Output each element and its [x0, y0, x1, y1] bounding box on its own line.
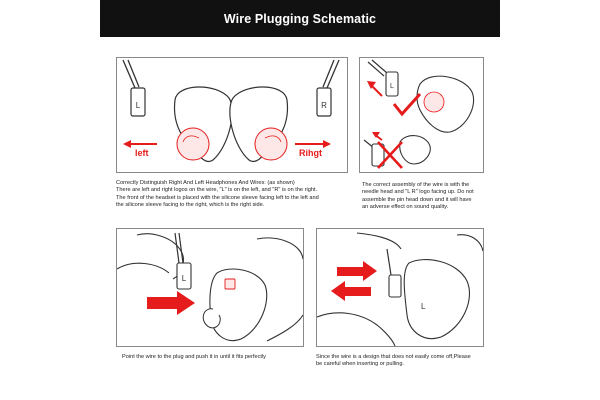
caption-identify: Correctly Distinguish Right And Left Hea… [116, 180, 356, 210]
caption-line: be careful when inserting or pulling. [316, 361, 404, 368]
socket [224, 278, 236, 290]
right-label: Rihgt [299, 148, 322, 158]
caption-line: Point the wire to the plug and push it i… [122, 354, 266, 360]
left-wire-mark: L [136, 101, 141, 110]
panel-careful-handling: L [316, 228, 484, 347]
correct-connector [385, 71, 399, 97]
left-connector [130, 87, 146, 117]
wire-connector [176, 262, 192, 290]
hand-fingers [356, 232, 402, 250]
panel-plug-in: L [116, 228, 304, 347]
wire [386, 248, 392, 276]
caption-line: an adverse effect on sound quality. [362, 204, 449, 211]
caption-line: the silicone sleeve facing to the right,… [116, 202, 265, 209]
left-sleeve-highlight [176, 127, 210, 161]
right-wire-mark: R [321, 101, 327, 110]
header-banner: Wire Plugging Schematic [100, 0, 500, 37]
earpiece [209, 268, 268, 341]
caption-assembly: The correct assembly of the wire is with… [362, 182, 487, 212]
left-label: left [135, 148, 149, 158]
check-mark-icon [392, 92, 422, 117]
plug-in-illustration: L [117, 232, 303, 342]
pull-arrow [345, 287, 371, 296]
caption-line: The correct assembly of the wire is with… [362, 182, 470, 188]
push-arrow [147, 297, 177, 309]
careful-illustration: L [317, 232, 483, 346]
wire-connector [388, 274, 402, 298]
left-wire [122, 59, 136, 89]
assembly-illustration: L [363, 59, 474, 169]
insert-arrow [337, 267, 363, 276]
earpiece [403, 259, 471, 339]
caption-line: The front of the headset is placed with … [116, 194, 319, 201]
wire [174, 232, 180, 264]
page-title: Wire Plugging Schematic [223, 11, 377, 26]
earpiece-mark: L [421, 302, 426, 311]
incorrect-connector [371, 143, 385, 167]
incorrect-earpiece [399, 135, 431, 165]
left-right-illustration: L left R Rihgt [122, 59, 340, 163]
caption-careful: Since the wire is a design that does not… [316, 354, 486, 369]
correct-arrow [367, 81, 376, 89]
caption-line: needle head and "L R" logo facing up. Do… [362, 189, 474, 196]
correct-wire-mark: L [390, 83, 394, 90]
panel-assembly-orientation: L [359, 57, 484, 173]
caption-line: There are left and right logos on the wi… [116, 187, 318, 194]
right-sleeve-highlight [254, 127, 288, 161]
caption-plug: Point the wire to the plug and push it i… [122, 354, 322, 361]
caption-line: Correctly Distinguish Right And Left Hea… [116, 180, 295, 186]
right-connector [316, 87, 332, 117]
silicone-sleeve [202, 308, 221, 329]
caption-line: Since the wire is a design that does not… [316, 354, 471, 360]
caption-line: assemble the pin head down and it will h… [362, 196, 472, 203]
correct-earpiece [416, 75, 474, 133]
wire-mark: L [182, 274, 187, 283]
right-wire [326, 59, 340, 89]
panel-identify-left-right: L left R Rihgt [116, 57, 348, 173]
